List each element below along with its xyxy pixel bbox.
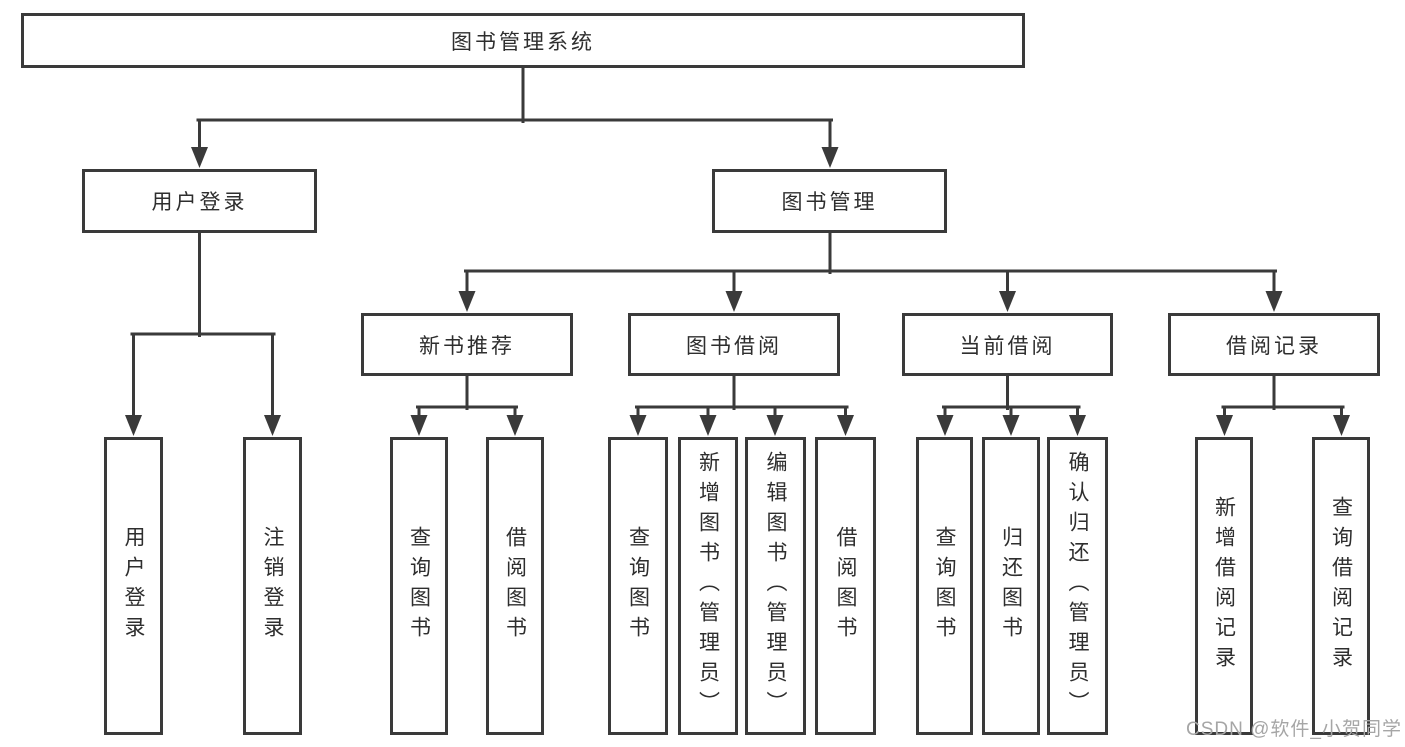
watermark: CSDN @软件_小贺同学 [1186,719,1402,740]
node-label: 新增图书（管理员） [696,451,720,721]
node-label: 用户登录 [151,191,248,214]
node-current-borrowing: 当前借阅 [902,313,1113,376]
node-leaf-query-books-current: 查询图书 [916,437,973,735]
node-label: 查询图书 [933,526,956,646]
branch-borrow-records [1216,374,1350,436]
node-leaf-confirm-return-admin: 确认归还（管理员） [1047,437,1108,735]
node-user-login: 用户登录 [82,169,317,233]
node-label: 新书推荐 [419,334,515,358]
node-label: 借阅图书 [503,526,527,646]
branch-root [191,66,839,168]
node-label: 图书管理系统 [451,30,595,54]
node-leaf-edit-books-admin: 编辑图书（管理员） [745,437,806,735]
node-label: 查询图书 [626,526,650,646]
node-label: 确认归还（管理员） [1066,451,1089,721]
branch-book-management [458,231,1283,312]
branch-new-book-recommend [410,374,524,436]
node-leaf-add-borrow-record: 新增借阅记录 [1195,437,1253,735]
node-label: 图书借阅 [686,334,782,358]
node-leaf-user-login: 用户登录 [104,437,163,735]
node-leaf-add-books-admin: 新增图书（管理员） [678,437,738,735]
node-label: 借阅图书 [834,526,857,646]
node-label: 借阅记录 [1226,334,1322,358]
branch-user-login [125,231,281,436]
branch-book-borrowing [629,374,854,436]
node-leaf-borrow-books-borrowing: 借阅图书 [815,437,876,735]
node-label: 图书管理 [781,191,878,214]
node-label: 编辑图书（管理员） [764,451,787,721]
node-label: 查询借阅记录 [1329,496,1353,676]
node-label: 注销登录 [261,526,284,646]
node-borrow-records: 借阅记录 [1168,313,1380,376]
node-leaf-return-books: 归还图书 [982,437,1040,735]
node-new-book-recommend: 新书推荐 [361,313,573,376]
node-leaf-borrow-books-recommend: 借阅图书 [486,437,544,735]
node-label: 新增借阅记录 [1212,496,1236,676]
node-label: 当前借阅 [959,334,1056,358]
node-label: 归还图书 [999,526,1023,646]
branch-current-borrowing [936,374,1086,436]
node-book-management: 图书管理 [712,169,947,233]
node-label: 用户登录 [122,526,145,646]
node-leaf-logout: 注销登录 [243,437,302,735]
node-leaf-query-books-borrowing: 查询图书 [608,437,668,735]
node-book-borrowing: 图书借阅 [628,313,840,376]
node-leaf-query-books-recommend: 查询图书 [390,437,448,735]
node-label: 查询图书 [407,526,431,646]
node-library-management-system: 图书管理系统 [21,13,1025,68]
node-leaf-query-borrow-record: 查询借阅记录 [1312,437,1370,735]
